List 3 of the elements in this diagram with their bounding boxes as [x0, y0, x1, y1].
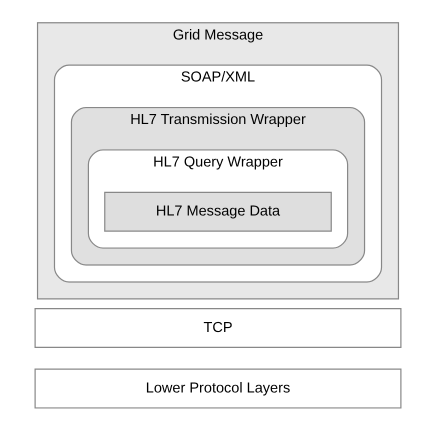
node-box: HL7 Message Data — [104, 192, 332, 232]
node-box: Lower Protocol Layers — [34, 368, 401, 409]
node-box: TCP — [34, 308, 401, 348]
